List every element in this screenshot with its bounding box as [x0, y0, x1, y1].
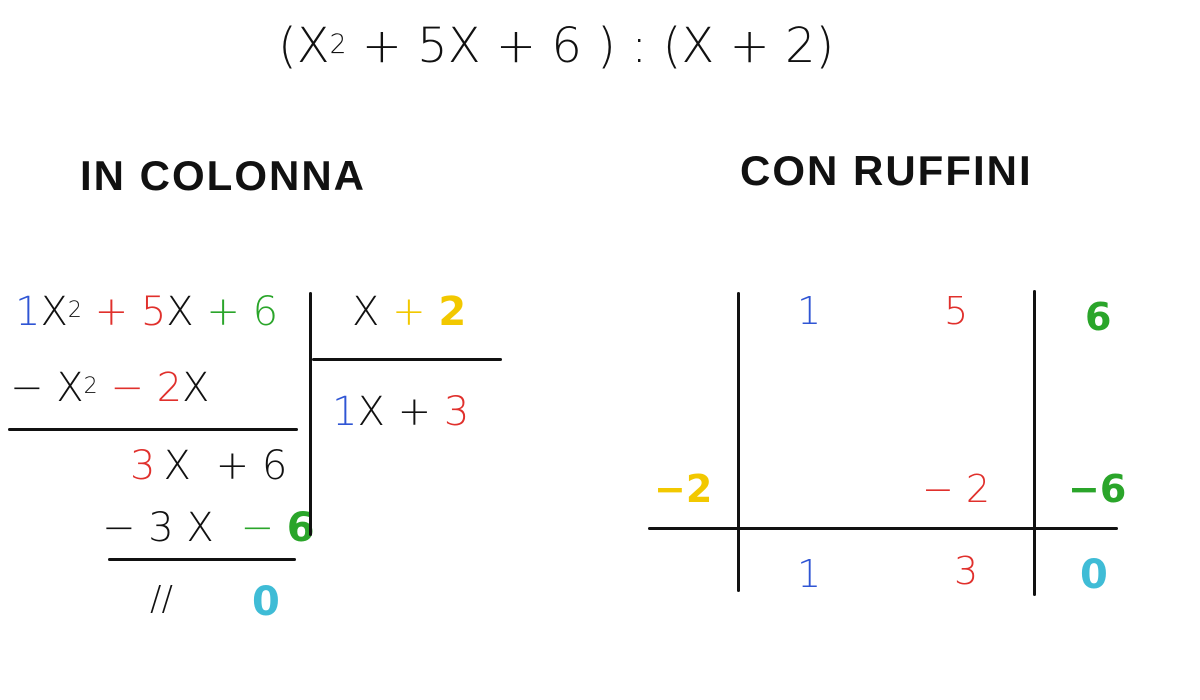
plus-sign: + — [495, 18, 537, 74]
close-paren: ) — [597, 18, 616, 74]
minus-sign: − — [240, 505, 275, 551]
x-term: X — [296, 18, 330, 74]
plus-sign: + — [215, 443, 250, 489]
divisor-x: X — [681, 18, 715, 74]
open-paren: ( — [278, 18, 297, 74]
coef-2: 2 — [156, 365, 183, 411]
subtraction-line-2 — [108, 558, 296, 561]
plus-sign: + — [397, 389, 432, 435]
ruffini-coef-1: 1 — [797, 289, 822, 333]
x-term: X — [56, 365, 84, 411]
dividend-row: 1X2 + 5X + 6 — [15, 292, 278, 332]
subtraction-row-2: − 3 X − 6 — [102, 508, 315, 548]
x-exponent: 2 — [83, 374, 98, 400]
plus-sign: + — [206, 289, 240, 335]
ruffini-result-3: 3 — [954, 549, 979, 593]
x-term: X — [186, 505, 214, 551]
quotient-coef-3: 3 — [443, 389, 470, 435]
x-term: X — [40, 289, 68, 335]
minus-sign: − — [102, 505, 136, 551]
ruffini-right-vertical-line — [1033, 290, 1036, 596]
ruffini-product-2: −6 — [1068, 467, 1127, 511]
plus-sign: + — [729, 18, 770, 74]
x-term: X — [357, 389, 385, 435]
problem-expression: (X2 + 5X + 6 ) : (X + 2) — [278, 22, 834, 70]
divisor-underline — [312, 358, 502, 361]
coef-5: 5 — [140, 289, 167, 335]
final-slash: // — [150, 579, 173, 619]
ruffini-left-vertical-line — [737, 292, 740, 592]
divisor-row: X + 2 — [352, 292, 466, 332]
coef-3: 3 — [130, 443, 156, 489]
ruffini-result-1: 1 — [797, 552, 822, 596]
x-term: X — [166, 289, 194, 335]
minus-sign: − — [10, 365, 44, 411]
final-zero: 0 — [252, 579, 280, 625]
ruffini-root: −2 — [654, 467, 713, 511]
ruffini-product-1: − 2 — [922, 467, 991, 511]
term-5x: 5X — [417, 18, 481, 74]
coef-3: 3 — [148, 505, 174, 551]
x-term: X — [163, 443, 191, 489]
title-in-colonna: IN COLONNA — [80, 152, 366, 199]
minus-sign: − — [110, 365, 144, 411]
division-colon: : — [631, 18, 648, 74]
ruffini-coef-5: 5 — [944, 289, 969, 333]
open-paren: ( — [662, 18, 682, 74]
coef-1: 1 — [15, 289, 41, 335]
term-6: 6 — [551, 18, 582, 74]
ruffini-horizontal-line — [648, 527, 1118, 530]
subtraction-row-1: − X2 − 2X — [10, 368, 209, 408]
plus-sign: + — [392, 289, 426, 335]
coef-6: 6 — [252, 289, 279, 335]
plus-sign: + — [94, 289, 129, 335]
coef-6: 6 — [261, 443, 288, 489]
x-term: X — [182, 365, 210, 411]
ruffini-coef-6: 6 — [1085, 295, 1112, 339]
divisor-x: X — [352, 289, 380, 335]
quotient-row: 1X + 3 — [332, 392, 469, 432]
x-exponent: 2 — [329, 28, 347, 60]
title-con-ruffini: CON RUFFINI — [740, 147, 1033, 194]
close-paren: ) — [815, 18, 835, 74]
x-exponent: 2 — [67, 298, 82, 324]
subtraction-line-1 — [8, 428, 298, 431]
plus-sign: + — [361, 18, 402, 74]
division-vertical-line — [309, 292, 312, 536]
divisor-2: 2 — [784, 18, 816, 74]
ruffini-result-0: 0 — [1080, 552, 1108, 598]
divisor-2: 2 — [438, 289, 467, 335]
quotient-coef-1: 1 — [332, 389, 358, 435]
